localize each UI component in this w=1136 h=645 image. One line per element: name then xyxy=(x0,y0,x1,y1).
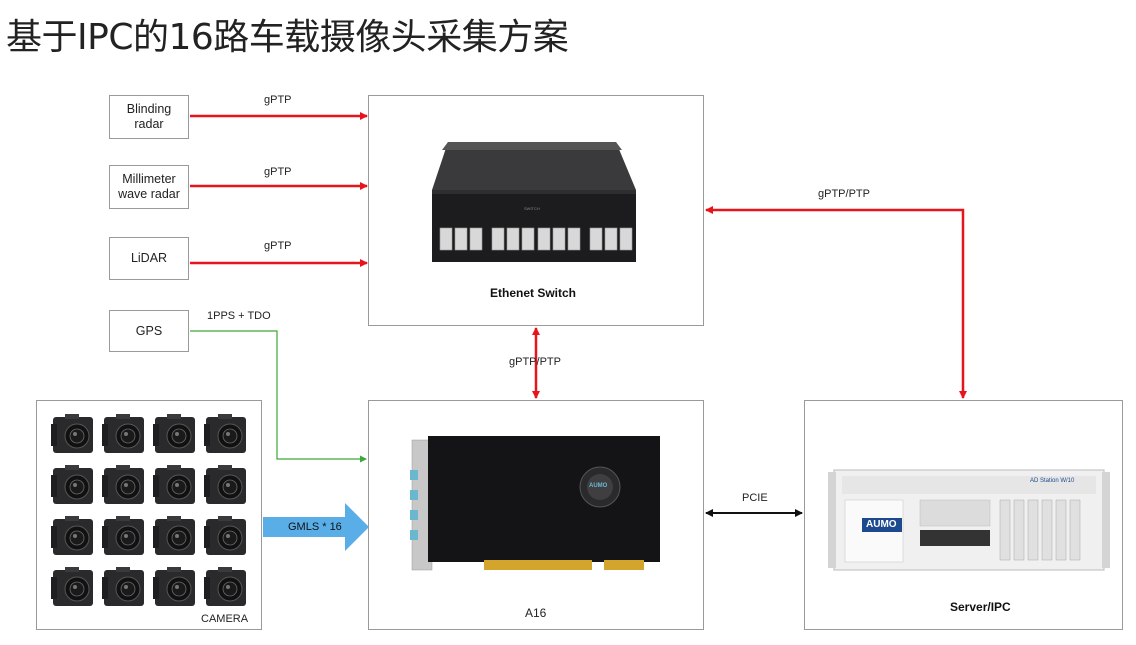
camera-module xyxy=(51,516,95,558)
a16-card-device xyxy=(410,436,660,571)
camera-module xyxy=(51,567,95,609)
card-logo: AUMO xyxy=(589,483,608,489)
blinding-radar-box: Blinding radar xyxy=(109,95,189,139)
switch-a16-label: gPTP/PTP xyxy=(509,356,561,368)
gptp-label-2: gPTP xyxy=(264,166,292,178)
camera-module xyxy=(204,516,248,558)
ptp-line-switch-server xyxy=(705,206,967,399)
gmls-label: GMLS * 16 xyxy=(288,521,342,533)
gptp-label-3: gPTP xyxy=(264,240,292,252)
camera-module xyxy=(153,567,197,609)
camera-module xyxy=(51,465,95,507)
switch-server-label: gPTP/PTP xyxy=(818,188,870,200)
lidar-box: LiDAR xyxy=(109,237,189,280)
camera-module xyxy=(102,516,146,558)
switch-brand: SWITCH xyxy=(524,206,540,211)
camera-module xyxy=(51,414,95,456)
camera-module xyxy=(102,567,146,609)
camera-module xyxy=(153,414,197,456)
camera-module xyxy=(204,414,248,456)
camera-module xyxy=(204,567,248,609)
camera-module xyxy=(102,414,146,456)
page-title: 基于IPC的16路车载摄像头采集方案 xyxy=(6,17,569,58)
gptp-label-1: gPTP xyxy=(264,94,292,106)
server-brand: AUMO xyxy=(866,519,897,530)
gps-box: GPS xyxy=(109,310,189,352)
pcie-label: PCIE xyxy=(742,492,768,504)
camera-grid xyxy=(51,414,261,614)
switch-label: Ethenet Switch xyxy=(490,286,577,300)
server-device xyxy=(828,469,1110,571)
camera-label: CAMERA xyxy=(201,613,249,625)
camera-module xyxy=(153,465,197,507)
mmwave-radar-box: Millimeter wave radar xyxy=(109,165,189,209)
camera-module xyxy=(204,465,248,507)
ethernet-switch-device xyxy=(432,142,636,262)
camera-module xyxy=(102,465,146,507)
a16-label: A16 xyxy=(525,606,547,620)
server-model: AD Station W/10 xyxy=(1030,478,1075,484)
pps-label: 1PPS + TDO xyxy=(207,310,271,322)
camera-module xyxy=(153,516,197,558)
server-label: Server/IPC xyxy=(950,600,1011,614)
pps-line-gps xyxy=(190,330,367,463)
gmls-arrow xyxy=(263,503,369,551)
